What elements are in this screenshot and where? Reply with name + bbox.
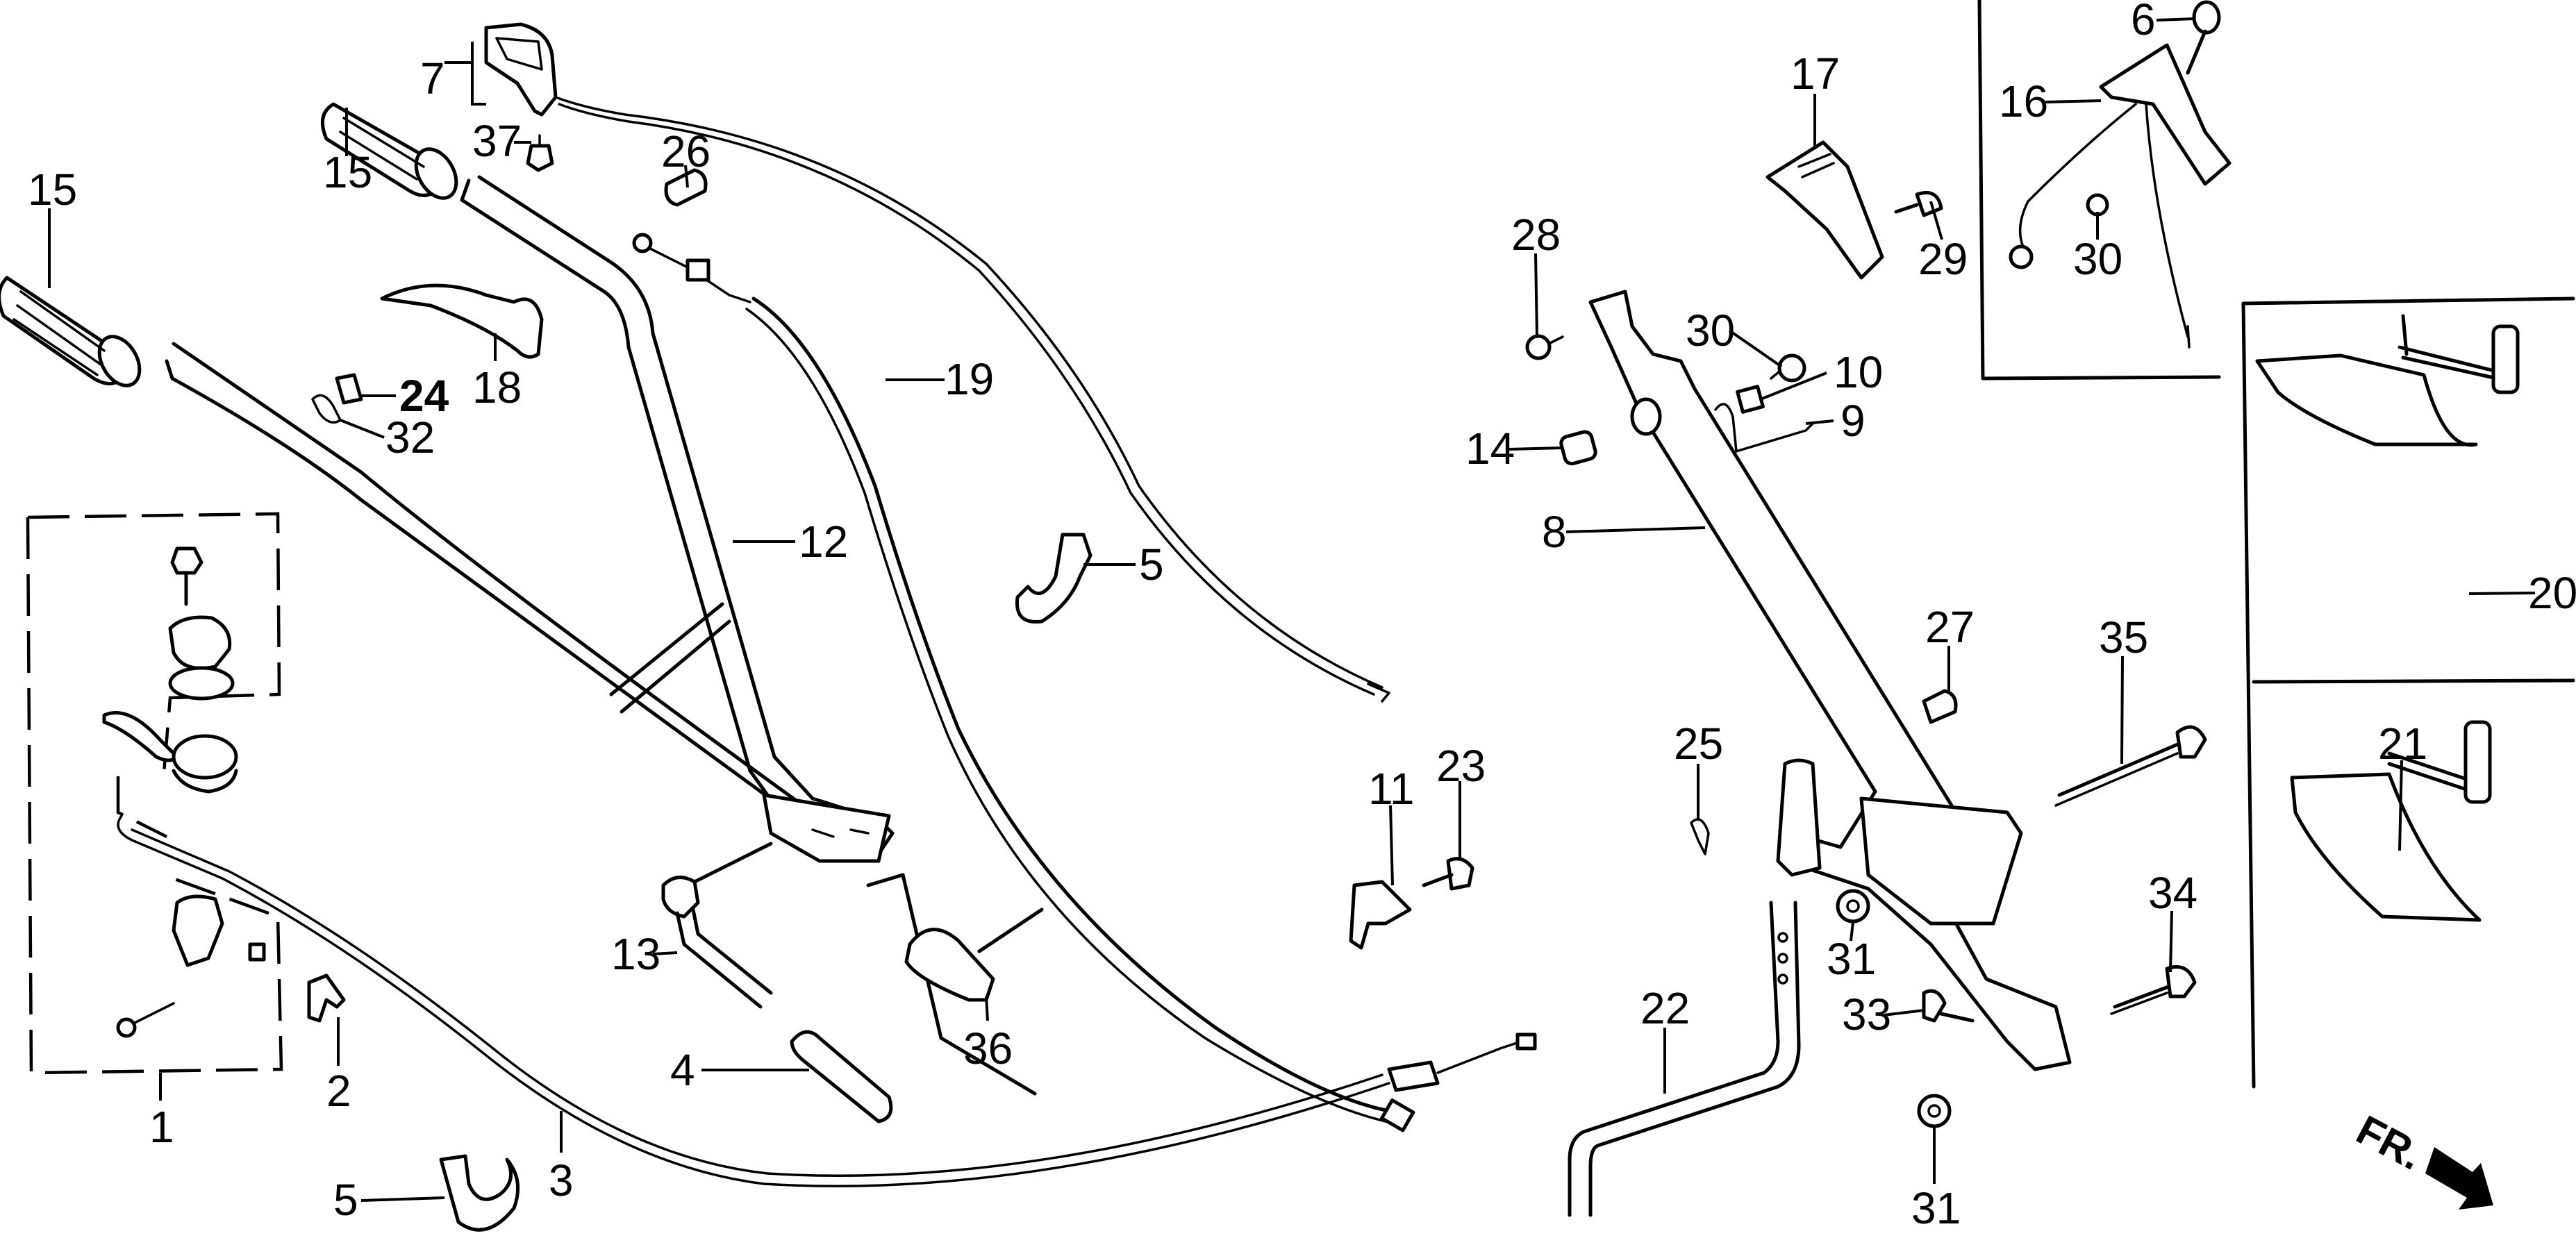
callout-9: 9 — [1840, 396, 1865, 446]
callout-12: 12 — [799, 517, 848, 567]
callout-15-left: 15 — [28, 165, 77, 215]
throttle-parts — [102, 546, 266, 1038]
callout-6: 6 — [2131, 0, 2156, 44]
bolt-34 — [2110, 965, 2197, 1015]
screw-29 — [1894, 191, 1943, 217]
callout-10: 10 — [1834, 347, 1883, 397]
resistance-bar-22 — [1568, 901, 1801, 1217]
callout-2: 2 — [326, 1066, 351, 1116]
plow-21 — [2290, 720, 2492, 922]
collar-24 — [335, 373, 363, 405]
cable-holder-11 — [1349, 880, 1412, 950]
callout-32: 32 — [385, 412, 435, 462]
cable-band-upper — [1015, 533, 1092, 624]
nut-10 — [1736, 385, 1765, 414]
callout-21: 21 — [2378, 719, 2427, 769]
callout-13: 13 — [611, 929, 660, 979]
clutch-lever-housing — [484, 22, 558, 117]
bushing-14 — [1559, 430, 1597, 466]
callout-28: 28 — [1511, 210, 1561, 260]
front-direction-marker: FR. — [2349, 1106, 2493, 1210]
front-direction-arrow-icon — [2425, 1147, 2493, 1210]
switch-box-frame — [1977, 0, 2221, 381]
snap-clip-32 — [311, 394, 342, 424]
callout-1: 1 — [149, 1102, 174, 1152]
callout-15-right: 15 — [323, 147, 372, 197]
pin-clip-25 — [1690, 818, 1710, 855]
engine-stop-switch — [2009, 43, 2232, 349]
plow-box-frame — [2241, 296, 2575, 1089]
callout-labels: 15 15 7 37 26 18 24 32 19 12 5 1 2 3 5 1… — [28, 0, 2576, 1233]
grip-sleeve-4 — [790, 1030, 893, 1123]
pin-27 — [1922, 689, 1958, 724]
callout-30-box: 30 — [2073, 234, 2122, 284]
clutch-lever — [380, 283, 544, 359]
callout-24: 24 — [399, 371, 449, 421]
nut-31-lower — [1917, 1094, 1952, 1128]
callout-36: 36 — [963, 1023, 1013, 1073]
cable-band-lower — [439, 1154, 520, 1232]
callout-4: 4 — [670, 1045, 695, 1095]
spring-9 — [1714, 403, 1814, 453]
leader-lines — [48, 17, 2536, 1202]
callout-20: 20 — [2528, 568, 2576, 618]
bolt-33 — [1922, 989, 1975, 1023]
callout-5-lower: 5 — [333, 1175, 358, 1225]
plow-20 — [2255, 314, 2520, 447]
callout-22: 22 — [1640, 983, 1690, 1033]
callout-7: 7 — [420, 53, 445, 103]
bolt-37 — [526, 134, 554, 172]
nut-31-upper — [1836, 889, 1870, 923]
handle-grip-right — [320, 102, 458, 200]
callout-35: 35 — [2099, 612, 2148, 662]
front-direction-label: FR. — [2349, 1106, 2430, 1179]
callout-29: 29 — [1918, 234, 1968, 284]
bolt-35 — [2054, 725, 2207, 807]
cover-17 — [1765, 140, 1884, 280]
bolt-23 — [1422, 857, 1474, 891]
throttle-cable — [117, 814, 1537, 1187]
callout-5-upper: 5 — [1139, 540, 1164, 590]
engine-stop-cable — [554, 96, 1390, 703]
handlebar-frame — [165, 175, 895, 863]
callout-37: 37 — [472, 116, 522, 166]
callout-11: 11 — [1368, 764, 1414, 814]
switch-knob-6 — [2186, 0, 2221, 75]
screw-28 — [1525, 334, 1564, 360]
throttle-assembly-box — [26, 512, 283, 1075]
callout-30-mid: 30 — [1686, 306, 1735, 356]
callout-14: 14 — [1465, 424, 1515, 474]
callout-31-upper: 31 — [1827, 934, 1876, 984]
clutch-cable — [632, 233, 1415, 1132]
callout-8: 8 — [1542, 507, 1567, 557]
callout-31-lower: 31 — [1911, 1183, 1961, 1233]
callout-23: 23 — [1436, 741, 1486, 791]
callout-26: 26 — [661, 126, 711, 176]
pin-26 — [664, 168, 708, 207]
screw-30-mid — [1770, 353, 1806, 383]
callout-3: 3 — [549, 1155, 574, 1205]
knob-bolt-36 — [866, 873, 1044, 1096]
handle-grip-left — [0, 276, 142, 387]
screw-30-box — [2086, 193, 2109, 217]
callout-18: 18 — [472, 362, 522, 412]
callout-34: 34 — [2148, 868, 2197, 918]
cable-clip-2 — [307, 973, 346, 1023]
lock-lever — [661, 842, 773, 1009]
handle-post — [1588, 290, 2072, 1071]
callout-27: 27 — [1925, 602, 1975, 652]
callout-16: 16 — [1999, 76, 2048, 126]
callout-33: 33 — [1842, 989, 1891, 1039]
callout-17: 17 — [1790, 49, 1840, 99]
callout-25: 25 — [1674, 719, 1723, 769]
callout-19: 19 — [945, 354, 994, 404]
